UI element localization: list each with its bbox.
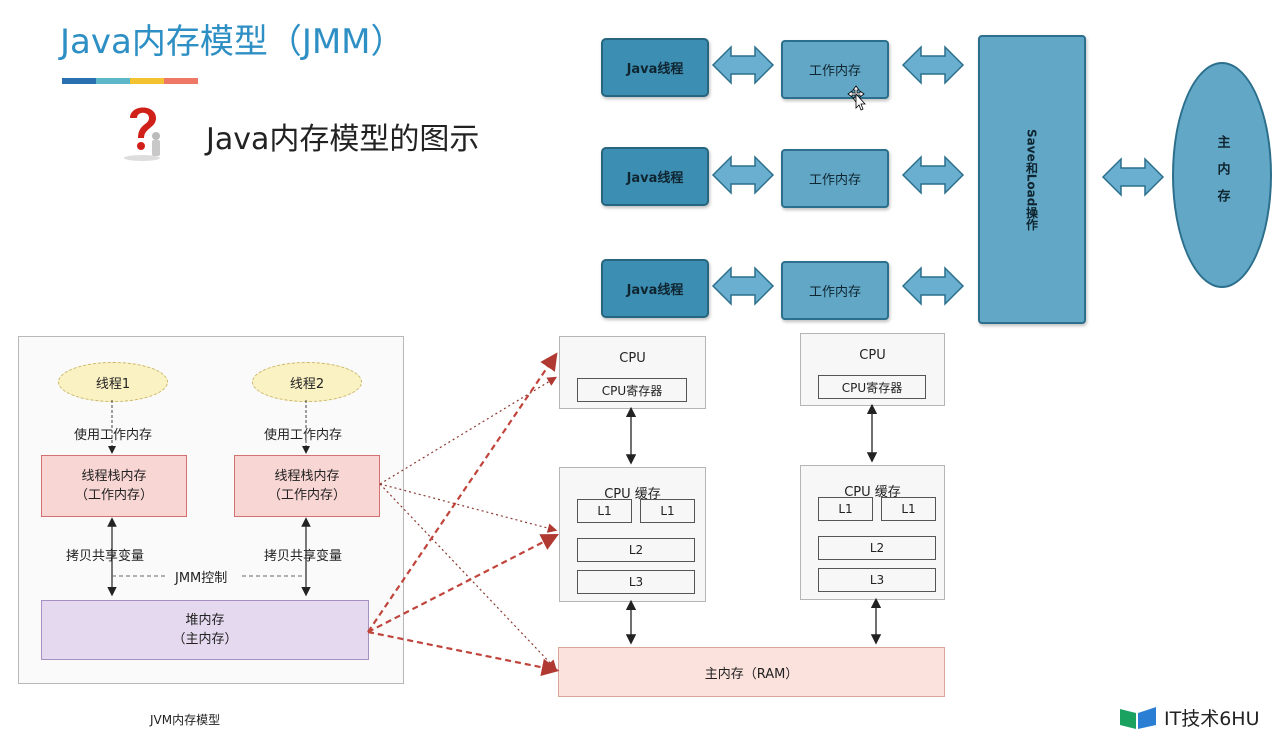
cpu2-l1a: L1 — [818, 497, 873, 521]
use-work-memory-label-2: 使用工作内存 — [264, 428, 343, 443]
heap-line2: （主内存） — [172, 632, 238, 647]
bar-segment-teal — [96, 78, 130, 84]
cpu2-l2: L2 — [818, 536, 936, 560]
cpu1-l1b: L1 — [640, 499, 695, 523]
title-color-bar — [62, 78, 198, 84]
cpu1-register-box: CPU寄存器 — [577, 378, 687, 402]
thread-stack-1-line1: 线程栈内存 — [81, 469, 147, 484]
thread-stack-2-line1: 线程栈内存 — [274, 469, 340, 484]
cpu1-title: CPU — [619, 351, 646, 366]
main-memory-ellipse: 主内存 — [1172, 62, 1272, 288]
work-memory-box-2: 工作内存 — [781, 149, 889, 208]
double-arrow-icon-2a — [712, 156, 774, 194]
stack-to-ram-arrow — [379, 483, 557, 670]
stack-to-cpu-arrow — [379, 376, 558, 485]
java-thread-box-1: Java线程 — [601, 38, 709, 97]
watermark-logo: IT技术6HU — [1118, 704, 1260, 731]
book-logo-icon — [1120, 706, 1156, 729]
thread-stack-box-2: 线程栈内存 （工作内存） — [234, 455, 380, 517]
bar-segment-blue — [62, 78, 96, 84]
work-memory-box-3: 工作内存 — [781, 261, 889, 320]
save-load-label: Save和Load操作 — [1024, 128, 1039, 231]
copy-shared-label-1: 拷贝共享变量 — [66, 545, 145, 564]
cpu1-l2: L2 — [577, 538, 695, 562]
thread2-ellipse: 线程2 — [252, 362, 362, 402]
double-arrow-icon-3b — [902, 267, 964, 305]
double-arrow-icon-3a — [712, 267, 774, 305]
jvm-model-caption: JVM内存模型 — [150, 713, 221, 727]
heap-line1: 堆内存 — [185, 613, 225, 628]
cpu1-l3: L3 — [577, 570, 695, 594]
heap-to-cache-arrow — [367, 533, 559, 633]
heap-memory-box: 堆内存 （主内存） — [41, 600, 369, 660]
cpu2-cache-title: CPU 缓存 — [844, 485, 901, 500]
use-work-memory-label-1: 使用工作内存 — [74, 428, 153, 443]
page-title: Java内存模型（JMM） — [60, 22, 405, 62]
stack-to-cache-arrow — [379, 483, 558, 533]
thread-stack-box-1: 线程栈内存 （工作内存） — [41, 455, 187, 517]
thread-stack-2-line2: （工作内存） — [267, 488, 346, 503]
cpu1-cache-title: CPU 缓存 — [604, 487, 661, 502]
section-subtitle: Java内存模型的图示 — [206, 122, 480, 157]
double-arrow-icon-main — [1102, 158, 1164, 196]
heap-to-cpu-arrow — [367, 352, 558, 633]
save-load-box: Save和Load操作 — [978, 35, 1086, 324]
watermark-text: IT技术6HU — [1164, 708, 1260, 730]
cpu2-register-box: CPU寄存器 — [818, 375, 926, 399]
work-memory-box-1: 工作内存 — [781, 40, 889, 99]
heap-to-ram-arrow — [367, 630, 560, 676]
jmm-control-label: JMM控制 — [172, 567, 231, 586]
bar-segment-yellow — [130, 78, 164, 84]
cpu1-l1a: L1 — [577, 499, 632, 523]
double-arrow-icon-1a — [712, 46, 774, 84]
java-thread-box-3: Java线程 — [601, 259, 709, 318]
cpu2-l1b: L1 — [881, 497, 936, 521]
cpu2-title: CPU — [859, 348, 886, 363]
double-arrow-icon-2b — [902, 156, 964, 194]
bar-segment-red — [164, 78, 198, 84]
ram-box: 主内存（RAM） — [558, 647, 945, 697]
thread1-ellipse: 线程1 — [58, 362, 168, 402]
main-memory-label: 主内存 — [1214, 134, 1230, 216]
question-figure-icon — [124, 107, 160, 161]
cpu2-l3: L3 — [818, 568, 936, 592]
double-arrow-icon-1b — [902, 46, 964, 84]
java-thread-box-2: Java线程 — [601, 147, 709, 206]
thread-stack-1-line2: （工作内存） — [74, 488, 153, 503]
move-cursor-icon — [847, 85, 866, 111]
